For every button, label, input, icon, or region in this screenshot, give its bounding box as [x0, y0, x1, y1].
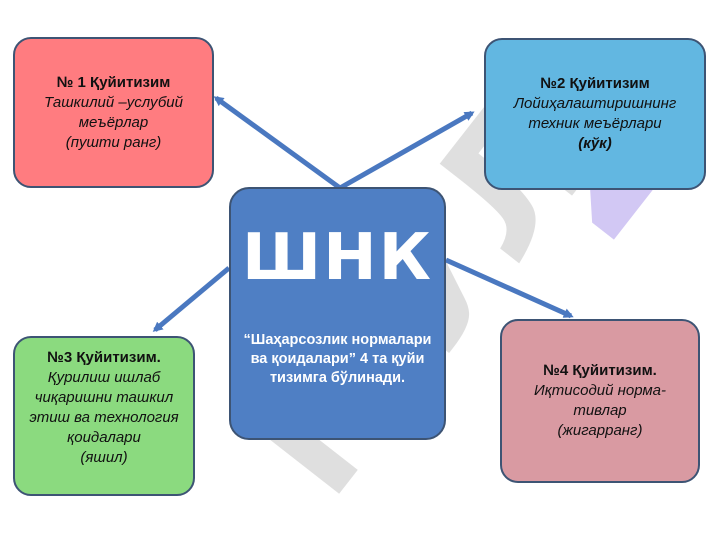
subsystem-1-color: (пушти ранг)	[65, 133, 162, 151]
subsystem-1-title: № 1 Қуйитизим	[56, 73, 171, 91]
subsystem-4-color: (жигарранг)	[557, 422, 643, 439]
subsystem-4-body: Иқтисодий норма-тивлар	[533, 382, 667, 419]
arrow-to-box2	[338, 110, 475, 191]
subsystem-3-body: Қурилиш ишлаб чиқаришни ташкил этиш ва т…	[29, 369, 179, 446]
subsystem-3-title: №3 Қуйитизим.	[47, 349, 161, 366]
center-node: ШНК “Шаҳарсозлик нормалари ва қоидалари”…	[229, 187, 446, 440]
subsystem-1-body: Ташкилий –услубий меъёрлар	[44, 93, 183, 131]
subsystem-3-color: (яшил)	[80, 449, 128, 466]
arrow-to-box3	[152, 266, 231, 332]
subsystem-2-color: (кўк)	[578, 135, 612, 152]
subsystem-4-box: №4 Қуйитизим. Иқтисодий норма-тивлар (жи…	[500, 319, 700, 483]
subsystem-4-title: №4 Қуйитизим.	[543, 362, 657, 379]
arrow-to-box1	[213, 95, 342, 191]
subsystem-3-box: №3 Қуйитизим. Қурилиш ишлаб чиқаришни та…	[13, 336, 195, 496]
center-description: “Шаҳарсозлик нормалари ва қоидалари” 4 т…	[243, 332, 432, 386]
center-abbreviation: ШНК	[242, 221, 433, 295]
subsystem-2-box: №2 Қуйитизим Лойиҳалаштиришнинг техник м…	[484, 38, 706, 190]
subsystem-1-box: № 1 Қуйитизим Ташкилий –услубий меъёрлар…	[13, 37, 214, 188]
subsystem-2-title: №2 Қуйитизим	[540, 75, 650, 92]
subsystem-2-body: Лойиҳалаштиришнинг техник меъёрлари	[513, 95, 677, 132]
arrow-to-box4	[444, 257, 574, 319]
